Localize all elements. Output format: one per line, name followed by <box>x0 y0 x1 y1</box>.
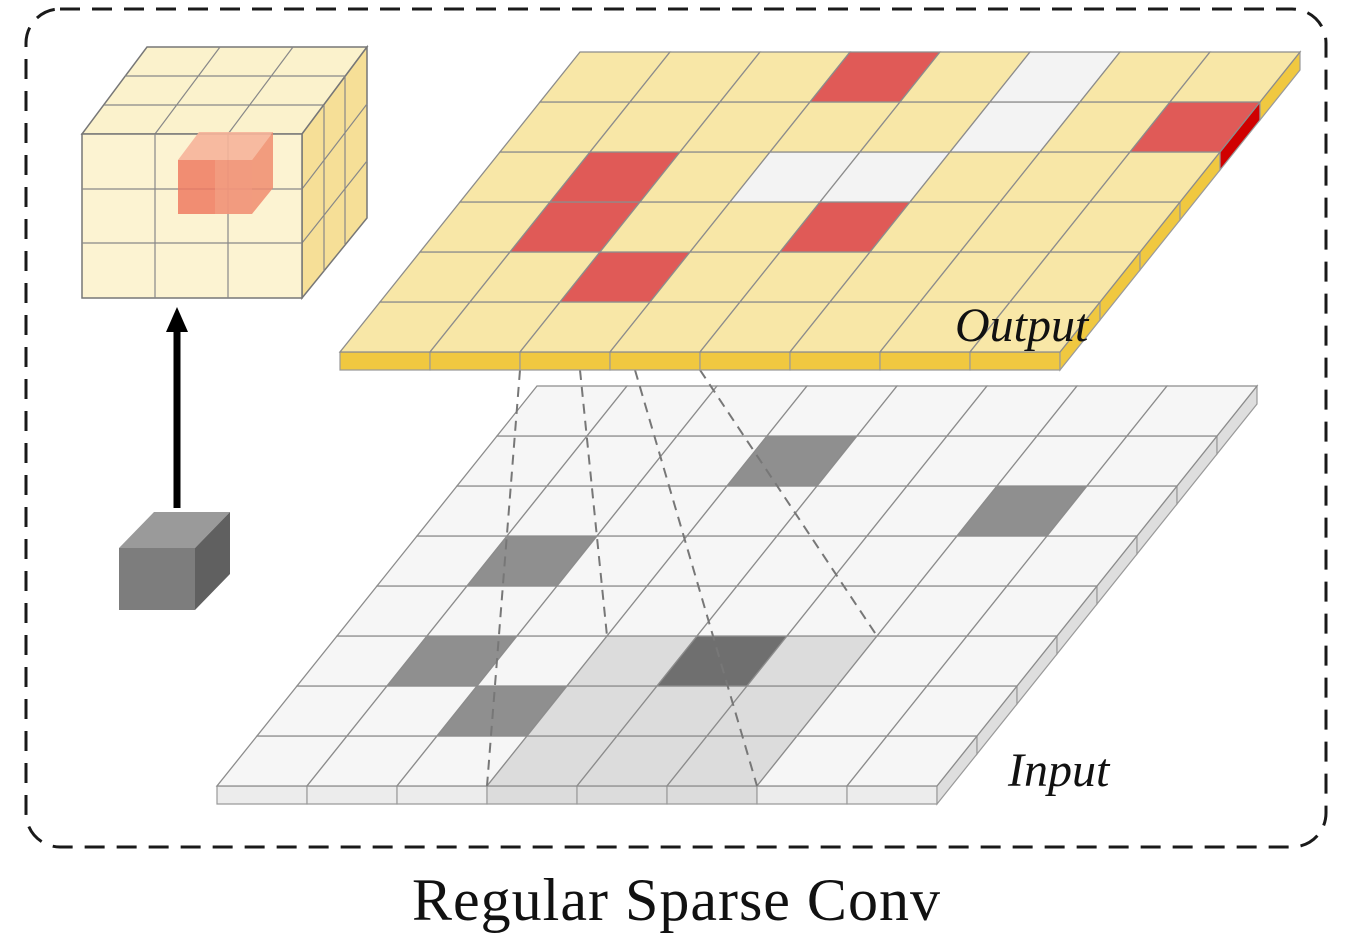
output-cell-front-edge <box>339 351 431 371</box>
voxel-cube-icon <box>119 512 230 610</box>
input-cell-front-edge <box>846 785 938 805</box>
receptive-field-line <box>579 369 608 637</box>
input-cell-front-edge <box>486 785 578 805</box>
input-cell <box>1125 385 1259 437</box>
output-cell-front-edge <box>519 351 611 371</box>
receptive-field-line <box>486 369 521 787</box>
output-cell-front-edge <box>879 351 971 371</box>
input-label: Input <box>1008 744 1110 797</box>
input-grid <box>215 384 1259 806</box>
input-cell-front-edge <box>576 785 668 805</box>
input-cell-front-edge <box>396 785 488 805</box>
receptive-field-line <box>699 369 878 637</box>
receptive-field-lines <box>486 369 878 787</box>
output-grid <box>338 50 1302 372</box>
output-label: Output <box>955 299 1089 352</box>
input-cell-front-edge <box>306 785 398 805</box>
kernel-cube-icon <box>80 44 369 301</box>
up-arrow-icon <box>166 307 188 508</box>
output-cell-front-edge <box>969 351 1061 371</box>
input-cell-front-edge <box>756 785 848 805</box>
output-cell-front-edge <box>609 351 701 371</box>
output-cell-front-edge <box>699 351 791 371</box>
dashed-frame <box>24 7 1328 849</box>
output-cell-front-edge <box>429 351 521 371</box>
output-cell-front-edge <box>789 351 881 371</box>
input-cell-front-edge <box>216 785 308 805</box>
input-cell-front-edge <box>666 785 758 805</box>
receptive-field-line <box>634 369 758 787</box>
figure-caption: Regular Sparse Conv <box>412 867 941 933</box>
output-cell <box>1168 51 1302 103</box>
